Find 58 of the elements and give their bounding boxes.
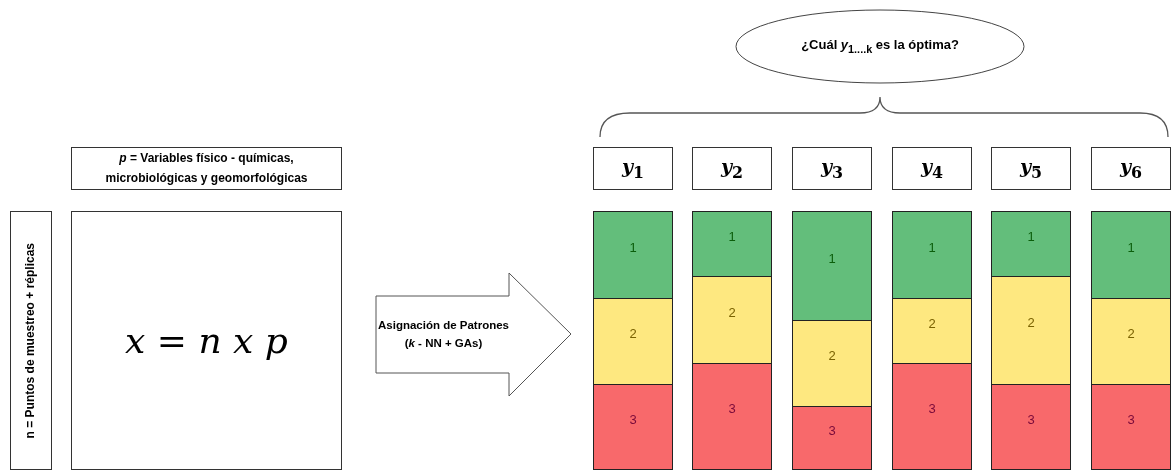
cluster-number: 3 <box>1027 411 1035 427</box>
cluster-segment <box>593 211 673 299</box>
cluster-segment <box>692 211 772 277</box>
cluster-number: 1 <box>928 239 936 255</box>
output-variable: y$_{1}$ <box>621 155 645 182</box>
cluster-segment <box>792 406 872 470</box>
sample-label-box <box>10 211 52 470</box>
cluster-number: 2 <box>828 348 836 363</box>
cluster-segment <box>1091 298 1171 385</box>
cluster-number: 2 <box>1127 326 1135 341</box>
cluster-segment <box>892 211 972 299</box>
matrix-box <box>71 211 342 470</box>
question-ellipse <box>735 9 1025 84</box>
cluster-number: 1 <box>828 250 836 266</box>
cluster-number: 3 <box>728 401 736 416</box>
cluster-segment <box>692 276 772 364</box>
label-text: n = Puntos de muestreo + réplicas <box>22 242 39 439</box>
cluster-segment <box>991 211 1071 277</box>
cluster-segment <box>792 211 872 321</box>
cluster-number: 3 <box>928 401 936 416</box>
cluster-segment <box>991 276 1071 385</box>
output-label-box <box>1091 147 1171 190</box>
variable-label-box <box>71 147 342 190</box>
cluster-number: 1 <box>1127 239 1135 255</box>
output-variable: y$_{3}$ <box>820 155 844 182</box>
cluster-number: 2 <box>728 304 736 320</box>
block-arrow <box>375 272 572 397</box>
cluster-segment <box>692 363 772 470</box>
output-label-box <box>692 147 772 190</box>
cluster-segment <box>892 298 972 364</box>
cluster-segment <box>1091 211 1171 299</box>
cluster-segment <box>892 363 972 470</box>
cluster-segment <box>991 384 1071 470</box>
output-variable: y$_{2}$ <box>720 155 744 182</box>
cluster-number: 1 <box>1027 228 1035 244</box>
cluster-segment <box>792 320 872 407</box>
matrix-formula: x = n x p <box>125 320 288 361</box>
label-text: Asignación de Patrones (k - NN + GAs) <box>377 318 510 351</box>
cluster-number: 3 <box>629 411 637 427</box>
cluster-number: 2 <box>629 326 637 341</box>
output-variable: y$_{4}$ <box>920 155 944 182</box>
output-variable: y$_{5}$ <box>1019 155 1043 182</box>
cluster-segment <box>593 298 673 385</box>
cluster-number: 3 <box>828 422 836 438</box>
cluster-number: 1 <box>728 228 736 244</box>
cluster-number: 1 <box>629 239 637 255</box>
cluster-segment <box>593 384 673 470</box>
cluster-segment <box>1091 384 1171 470</box>
output-label-box <box>593 147 673 190</box>
output-variable: y$_{6}$ <box>1119 155 1143 182</box>
cluster-number: 3 <box>1127 411 1135 427</box>
label-text: p = Variables físico - químicas, microbiológicas y geomorfológicas <box>104 150 309 187</box>
output-label-box <box>792 147 872 190</box>
output-label-box <box>892 147 972 190</box>
output-label-box <box>991 147 1071 190</box>
cluster-number: 2 <box>928 315 936 331</box>
label-text: ¿Cuál y$_{1....k}$ es la óptima? <box>801 36 959 57</box>
cluster-number: 2 <box>1027 315 1035 330</box>
